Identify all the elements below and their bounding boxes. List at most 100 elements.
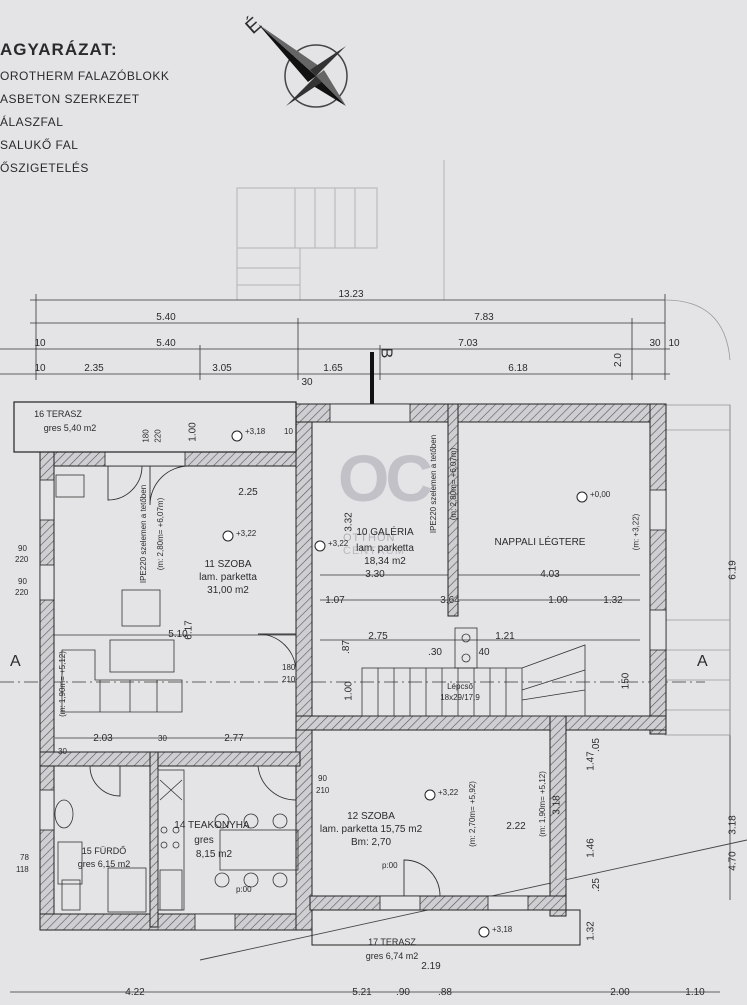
staircase [361,627,586,717]
dim-118: 118 [16,865,29,874]
room-furdo-name: 15 FÜRDŐ [81,846,127,856]
level-szoba-12: +3,22 [438,788,459,797]
dim-180: 180 [282,663,296,672]
dim-40: 40 [478,647,490,658]
dim-121: 1.21 [495,631,515,642]
dim-403: 4.03 [540,569,560,580]
dim-147: 1.47 [585,751,597,771]
room-terrace-17-detail: gres 6,74 m2 [365,951,419,961]
dim-220: 220 [153,429,163,443]
note-ipe-left: IPE220 szelemen a tetőben [139,484,149,584]
dim-203: 2.03 [93,733,113,744]
dim-87: .87 [340,640,352,654]
section-a-right: A [697,653,708,670]
dim-332: 3.32 [343,512,355,532]
dim-05: .05 [590,738,602,752]
stair-detail: 18x29/17,9 [440,693,480,702]
upper-stair-outline [236,160,445,300]
dim-bottom-200: 2.00 [610,987,630,998]
dim-277: 2.77 [224,733,244,744]
note-ipe-mid: IPE220 szelemen a tetőben [429,434,439,534]
watermark-line2: CENTRUM [343,545,405,557]
level-terrace-17: +3,18 [492,925,513,934]
dim-total: 13.23 [338,289,364,300]
level-markers [222,430,588,938]
dim-top4b: 3.05 [212,363,232,374]
doors [89,465,441,897]
dim-90a: 90 [18,544,27,553]
room-galeria-name: 10 GALÉRIA [356,527,414,538]
dim-top4d: 6.18 [508,363,528,374]
dim-210b: 210 [316,786,330,795]
dim-617: 6.17 [183,620,195,640]
room-terrace-17-name: 17 TERASZ [368,937,416,947]
dim-318: 3.18 [551,795,563,815]
dim-78: 78 [20,853,29,862]
dim-top3a: 5.40 [156,338,176,349]
legend-item: ÁLASZFAL [0,115,64,129]
note-p00a: p:00 [236,885,252,894]
level-terrace-16: +3,18 [245,427,266,436]
room-szoba-12-floor: lam. parketta 15,75 m2 [319,824,423,835]
dim-10a: 10 [284,427,293,436]
room-terrace-16-name: 16 TERASZ [34,409,82,419]
note-ipe-left-m: (m: 2,80m= +6,07m) [156,497,166,571]
dim-222: 2.22 [506,821,526,832]
legend-item: ŐSZIGETELÉS [0,161,89,175]
room-szoba-12-name: 12 SZOBA [347,811,395,822]
dim-318-right: 3.18 [727,815,739,835]
section-b: B [377,347,395,359]
dim-219: 2.19 [421,961,441,972]
dim-25: .25 [590,878,602,892]
dim-top3f: 10 [668,338,680,349]
dim-30b: 30 [158,734,167,743]
watermark-logo: OC [338,441,433,515]
room-szoba-11-name: 11 SZOBA [204,559,252,570]
dim-275: 2.75 [368,631,388,642]
dim-bottom-521: 5.21 [352,987,372,998]
dim-180b: 180 [141,429,151,443]
compass-icon [258,24,348,108]
dimension-lines [0,294,731,993]
level-nappali-m: (m: +3,22) [631,513,641,551]
dim-220a: 220 [15,555,29,564]
legend: AGYARÁZAT: OROTHERM FALAZÓBLOKK ASBETON … [0,40,169,175]
dim-132a: 1.32 [603,595,623,606]
dim-107: 1.07 [325,595,345,606]
room-szoba-11-area: 31,00 m2 [207,585,249,596]
room-furdo-detail: gres 6,15 m2 [77,859,131,869]
dim-364: 3.64 [440,595,460,606]
dim-100a: 1.00 [548,595,568,606]
dim-146: 1.46 [585,838,597,858]
dim-90b: 90 [18,577,27,586]
dim-210: 210 [282,675,296,684]
dim-132b: 1.32 [585,921,597,941]
terrace-17-outline [311,909,581,946]
room-terrace-16-detail: gres 5,40 m2 [43,423,97,433]
dim-30a: 30 [58,747,67,756]
room-szoba-12-extra: Bm: 2,70 [350,837,392,848]
room-galeria-area: 18,34 m2 [364,556,406,567]
note-p00b: p:00 [382,861,398,870]
dim-330: 3.30 [365,569,385,580]
dim-225: 2.25 [238,487,258,498]
dim-top3c: 2.0 [612,353,624,367]
furniture [54,474,299,913]
dim-100b: 1.00 [343,681,355,701]
dim-top3d: 30 [649,338,661,349]
watermark-line1: OTTHON [343,532,396,544]
dim-top3b: 7.03 [458,338,478,349]
legend-item: OROTHERM FALAZÓBLOKK [0,69,170,83]
dim-90: 90 [318,774,327,783]
section-a-left: A [10,653,21,670]
dim-100c: 1.00 [187,422,199,442]
dim-top4c: 1.65 [323,363,343,374]
room-teakonyha-area: 8,15 m2 [195,849,233,860]
dim-510: 5.10 [168,629,188,640]
dim-bottom-422: 4.22 [125,987,145,998]
dim-top3e: 10 [34,338,46,349]
room-teakonyha-name: 14 TEAKONYHA [174,820,250,831]
dim-619: 6.19 [727,560,739,580]
dim-bottom-90: .90 [396,987,410,998]
